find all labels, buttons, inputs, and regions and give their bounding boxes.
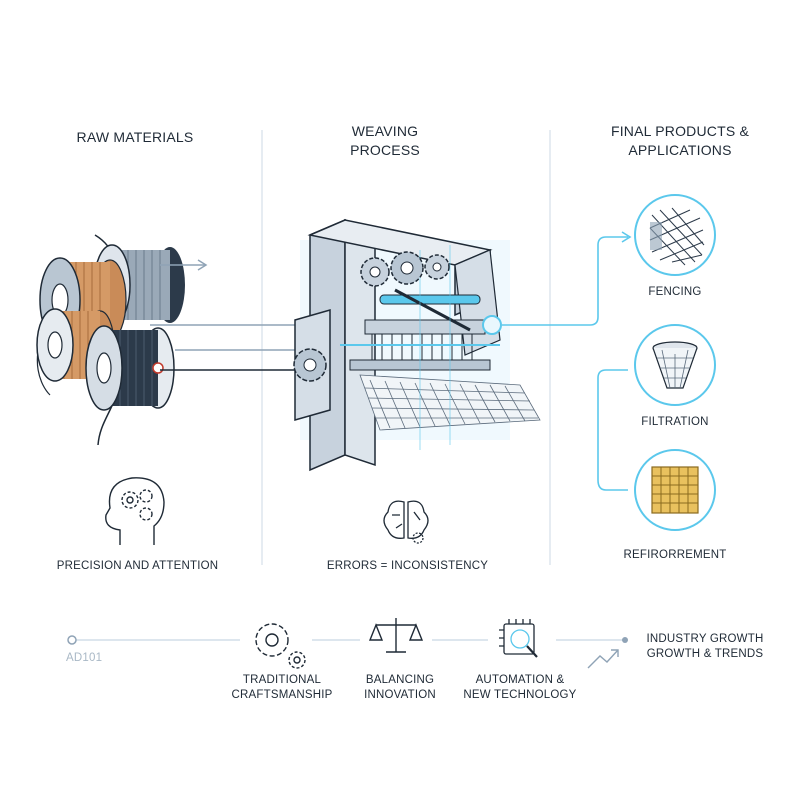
gears-icon	[255, 623, 306, 669]
step-line2: NEW TECHNOLOGY	[463, 688, 577, 701]
reinforcement-label: REFIRORREMENT	[623, 549, 727, 561]
errors-label: ERRORS = INCONSISTENCY	[326, 560, 489, 572]
final-heading-line2: APPLICATIONS	[628, 141, 732, 158]
chip-magnifier-icon	[499, 619, 538, 658]
timeline-end-label: INDUSTRY GROWTH GROWTH & TRENDS	[635, 632, 775, 662]
final-products-heading: FINAL PRODUCTS & APPLICATIONS	[580, 122, 780, 160]
head-gears-icon	[105, 477, 165, 545]
fencing-label: FENCING	[648, 286, 702, 298]
step-line1: AUTOMATION &	[475, 674, 565, 686]
step-line2: CRAFTSMANSHIP	[231, 688, 333, 701]
weaving-process-heading: WEAVING PROCESS	[310, 122, 460, 160]
weaving-heading-line1: WEAVING	[351, 123, 419, 139]
raw-materials-heading: RAW MATERIALS	[76, 129, 194, 145]
weaving-machine-illustration	[293, 218, 541, 472]
step-line2: INNOVATION	[364, 688, 436, 701]
timeline-step-balancing: BALANCING INNOVATION	[340, 673, 460, 703]
end-line1: INDUSTRY GROWTH	[646, 633, 764, 645]
filtration-label: FILTRATION	[641, 416, 709, 428]
fencing-illustration	[634, 194, 716, 276]
trend-arrow-icon	[587, 649, 619, 669]
precision-label: PRECISION AND ATTENTION	[56, 560, 219, 572]
scale-icon	[368, 618, 424, 653]
timeline-step-traditional: TRADITIONAL CRAFTSMANSHIP	[222, 673, 342, 703]
filtration-illustration	[634, 324, 716, 406]
timeline	[67, 635, 628, 645]
weaving-heading-line2: PROCESS	[350, 141, 420, 158]
timeline-start-label: AD101	[66, 652, 103, 664]
timeline-step-automation: AUTOMATION & NEW TECHNOLOGY	[456, 673, 584, 703]
step-line1: BALANCING	[365, 674, 435, 686]
reinforcement-illustration	[634, 449, 716, 531]
end-line2: GROWTH & TRENDS	[646, 647, 764, 660]
wire-spools-illustration	[36, 234, 185, 446]
brain-icon	[383, 500, 429, 544]
step-line1: TRADITIONAL	[242, 674, 322, 686]
feed-lines	[150, 259, 300, 351]
product-connectors	[502, 231, 632, 491]
final-heading-line1: FINAL PRODUCTS &	[610, 123, 750, 139]
